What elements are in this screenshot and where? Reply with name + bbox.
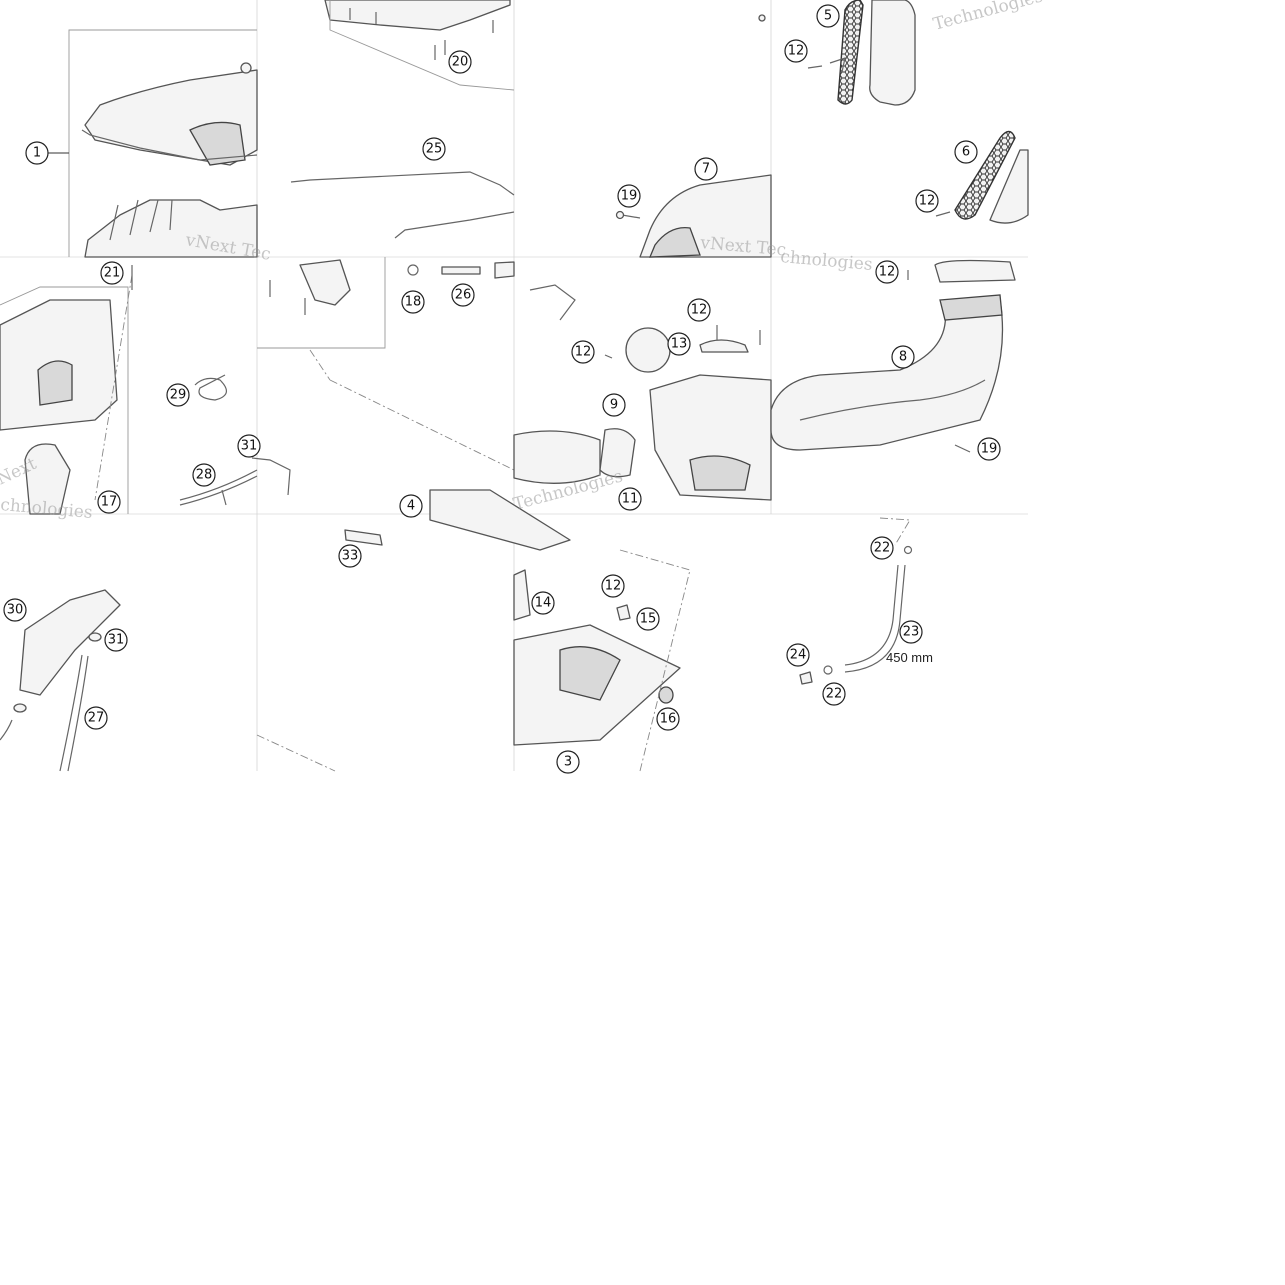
svg-text:12: 12	[575, 345, 592, 360]
callout[interactable]: 24	[786, 643, 810, 667]
callout[interactable]: 13	[667, 332, 691, 356]
callout[interactable]: 8	[891, 345, 915, 369]
callout[interactable]: 22	[822, 682, 846, 706]
hose-length-label: 450 mm	[886, 650, 933, 665]
svg-text:12: 12	[919, 194, 936, 209]
svg-text:4: 4	[407, 499, 415, 514]
svg-text:13: 13	[671, 337, 688, 352]
callout[interactable]: 12	[571, 340, 595, 364]
callout[interactable]: 28	[192, 463, 216, 487]
watermark-text: chnologies	[0, 495, 93, 523]
svg-text:16: 16	[660, 712, 677, 727]
callout[interactable]: 4	[399, 494, 423, 518]
svg-text:14: 14	[535, 596, 552, 611]
callout[interactable]: 11	[618, 487, 642, 511]
svg-text:24: 24	[790, 648, 807, 663]
svg-text:19: 19	[621, 189, 638, 204]
callout[interactable]: 19	[617, 184, 641, 208]
callout[interactable]: 12	[915, 189, 939, 213]
svg-text:23: 23	[903, 625, 920, 640]
callout[interactable]: 26	[451, 283, 475, 307]
callout[interactable]: 33	[338, 544, 362, 568]
callout[interactable]: 12	[784, 39, 808, 63]
watermark-text: Technologies	[931, 0, 1045, 35]
callout[interactable]: 16	[656, 707, 680, 731]
svg-text:22: 22	[826, 687, 843, 702]
svg-text:33: 33	[342, 549, 359, 564]
airbox-side-part	[0, 265, 133, 515]
mesh-screens-part	[807, 0, 1029, 224]
callout[interactable]: 18	[401, 290, 425, 314]
svg-text:15: 15	[640, 612, 657, 627]
svg-text:27: 27	[88, 711, 105, 726]
svg-text:3: 3	[564, 755, 572, 770]
airbox-lower-part	[429, 489, 691, 772]
intake-upper-part	[290, 0, 515, 239]
breather-hose-part	[799, 517, 913, 685]
callout[interactable]: 17	[97, 490, 121, 514]
svg-text:22: 22	[874, 541, 891, 556]
airbox-lid-part	[48, 29, 258, 258]
callout[interactable]: 20	[448, 50, 472, 74]
svg-text:20: 20	[452, 55, 469, 70]
svg-text:29: 29	[170, 388, 187, 403]
svg-text:1: 1	[33, 146, 41, 161]
svg-text:12: 12	[788, 44, 805, 59]
callout[interactable]: 15	[636, 607, 660, 631]
svg-text:6: 6	[962, 145, 970, 160]
svg-text:31: 31	[108, 633, 125, 648]
callout[interactable]: 12	[687, 298, 711, 322]
svg-text:25: 25	[426, 142, 443, 157]
callout[interactable]: 7	[694, 157, 718, 181]
callout[interactable]: 9	[602, 393, 626, 417]
svg-text:19: 19	[981, 442, 998, 457]
svg-text:7: 7	[702, 162, 710, 177]
callout[interactable]: 30	[3, 598, 27, 622]
callout[interactable]: 22	[870, 536, 894, 560]
callout[interactable]: 3	[556, 750, 580, 774]
callout[interactable]: 1	[25, 141, 49, 165]
svg-text:17: 17	[101, 495, 118, 510]
callout[interactable]: 25	[422, 137, 446, 161]
svg-text:12: 12	[605, 579, 622, 594]
svg-text:8: 8	[899, 350, 907, 365]
callout[interactable]: 31	[237, 434, 261, 458]
filter-housing-part	[513, 284, 772, 501]
callout[interactable]: 6	[954, 140, 978, 164]
callout[interactable]: 23	[899, 620, 923, 644]
breather-part	[0, 589, 121, 772]
svg-text:12: 12	[691, 303, 708, 318]
callout[interactable]: 12	[875, 260, 899, 284]
callout[interactable]: 21	[100, 261, 124, 285]
seal-pad-part	[256, 529, 383, 772]
svg-text:9: 9	[610, 398, 618, 413]
intake-snorkel-part	[615, 14, 772, 258]
callout[interactable]: 31	[104, 628, 128, 652]
callouts: 1 20 25 5 12 7 19 6 12 21 18 26 12 13 12…	[3, 4, 1001, 774]
callout[interactable]: 29	[166, 383, 190, 407]
bracket-part	[257, 257, 515, 471]
callout[interactable]: 5	[816, 4, 840, 28]
svg-text:30: 30	[7, 603, 24, 618]
svg-text:28: 28	[196, 468, 213, 483]
callout[interactable]: 12	[601, 574, 625, 598]
svg-text:21: 21	[104, 266, 121, 281]
watermark-text: chnologies	[780, 247, 874, 275]
callout[interactable]: 19	[977, 437, 1001, 461]
svg-text:18: 18	[405, 295, 422, 310]
svg-text:12: 12	[879, 265, 896, 280]
air-duct-part	[770, 259, 1016, 453]
callout[interactable]: 27	[84, 706, 108, 730]
svg-text:5: 5	[824, 9, 832, 24]
hose-clips-part	[179, 374, 291, 506]
svg-text:31: 31	[241, 439, 258, 454]
svg-text:26: 26	[455, 288, 472, 303]
svg-text:11: 11	[622, 492, 639, 507]
callout[interactable]: 14	[531, 591, 555, 615]
